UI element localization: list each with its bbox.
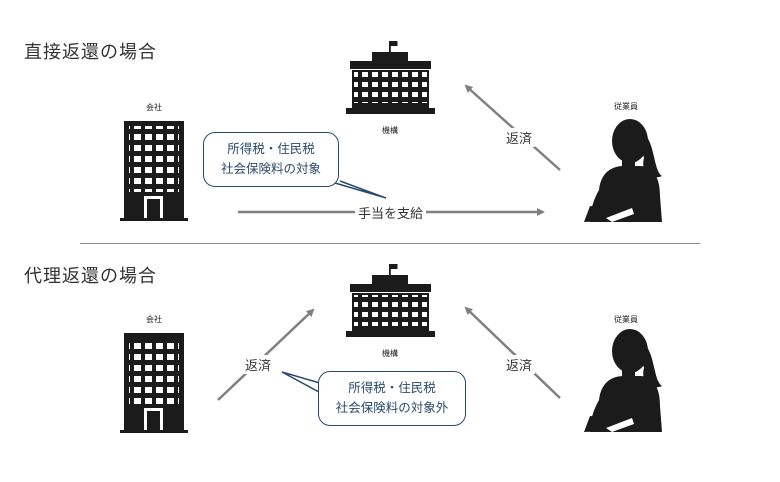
pay-allowance-label: 手当を支給 [355, 203, 427, 222]
office-building-icon [120, 333, 188, 433]
agency-building-icon [346, 264, 435, 337]
refund-arrow-employee-to-agency [464, 306, 561, 399]
company-label: 会社 [146, 315, 162, 324]
bubble-line-2: 社会保険料の対象外 [335, 400, 449, 415]
woman-silhouette-icon [584, 119, 662, 222]
bubble-line-2: 社会保険料の対象 [220, 161, 321, 176]
refund-label-right: 返済 [503, 355, 536, 374]
office-building-icon [120, 121, 188, 221]
agency-label: 機構 [382, 349, 398, 358]
section-heading-direct: 直接返還の場合 [24, 42, 157, 63]
bubble-line-1: 所得税・住民税 [348, 380, 436, 395]
bubble-line-1: 所得税・住民税 [227, 141, 315, 156]
agency-label: 機構 [382, 126, 398, 135]
employee-label: 従業員 [614, 102, 638, 111]
refund-label-left: 返済 [242, 355, 275, 374]
refund-label: 返済 [503, 128, 536, 147]
employee-label: 従業員 [614, 315, 638, 324]
woman-silhouette-icon [584, 329, 662, 432]
agency-building-icon [346, 41, 435, 114]
tax-note-bubble: 所得税・住民税 社会保険料の対象外 [318, 371, 466, 426]
section-heading-proxy: 代理返還の場合 [24, 266, 157, 287]
tax-note-bubble: 所得税・住民税 社会保険料の対象 [203, 132, 339, 187]
company-label: 会社 [146, 103, 162, 112]
section-divider [80, 243, 700, 244]
